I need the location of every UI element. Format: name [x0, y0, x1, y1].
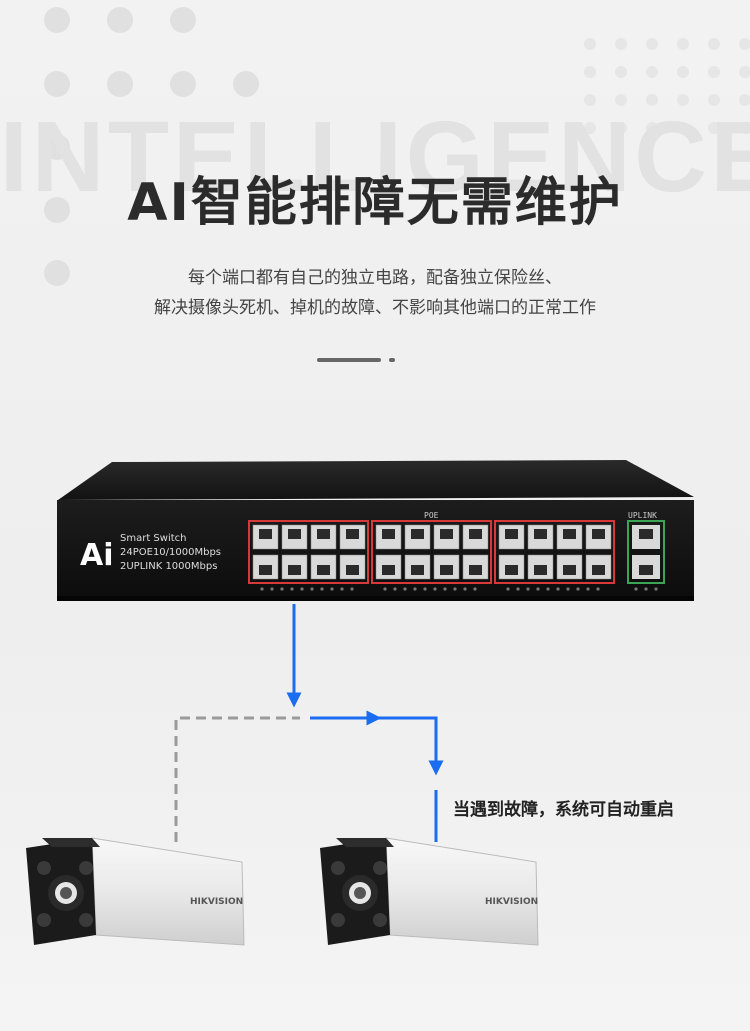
switch-led-row — [260, 587, 658, 591]
background-watermark-word: INTELLIGENCE — [0, 101, 750, 213]
poe-port-group-2 — [371, 520, 492, 584]
switch-model-line-2: 24POE10/1000Mbps — [120, 547, 221, 558]
description: 每个端口都有自己的独立电路，配备独立保险丝、 解决摄像头死机、掉机的故障、不影响… — [0, 263, 750, 323]
fault-dashed-line — [174, 716, 300, 842]
reroute-arrows — [286, 604, 444, 842]
divider-bar — [317, 358, 381, 362]
description-line-1: 每个端口都有自己的独立电路，配备独立保险丝、 — [188, 268, 562, 288]
camera-left: HIKVISION — [26, 837, 245, 946]
switch-top-surface — [58, 460, 694, 500]
uplink-label: UPLINK — [628, 511, 657, 520]
network-diagram: Ai Smart Switch 24POE10/1000Mbps 2UPLINK… — [26, 460, 694, 946]
divider-dot — [389, 358, 395, 362]
headline: AI智能排障无需维护 — [127, 173, 623, 233]
switch-front-panel — [57, 500, 694, 601]
camera-right-brand: HIKVISION — [485, 897, 538, 907]
uplink-port-group — [627, 520, 665, 584]
camera-right: HIKVISION — [320, 837, 539, 946]
auto-restart-callout: 当遇到故障，系统可自动重启 — [453, 800, 674, 820]
decorative-dot-pattern — [44, 7, 750, 286]
poe-port-group-1 — [248, 520, 369, 584]
camera-left-brand: HIKVISION — [190, 897, 243, 907]
poe-port-group-3 — [494, 520, 615, 584]
description-line-2: 解决摄像头死机、掉机的故障、不影响其他端口的正常工作 — [154, 298, 596, 318]
switch-model-line-1: Smart Switch — [120, 533, 187, 544]
poe-label: POE — [424, 511, 439, 520]
switch-logo: Ai — [80, 538, 114, 573]
switch-model-line-3: 2UPLINK 1000Mbps — [120, 561, 217, 572]
